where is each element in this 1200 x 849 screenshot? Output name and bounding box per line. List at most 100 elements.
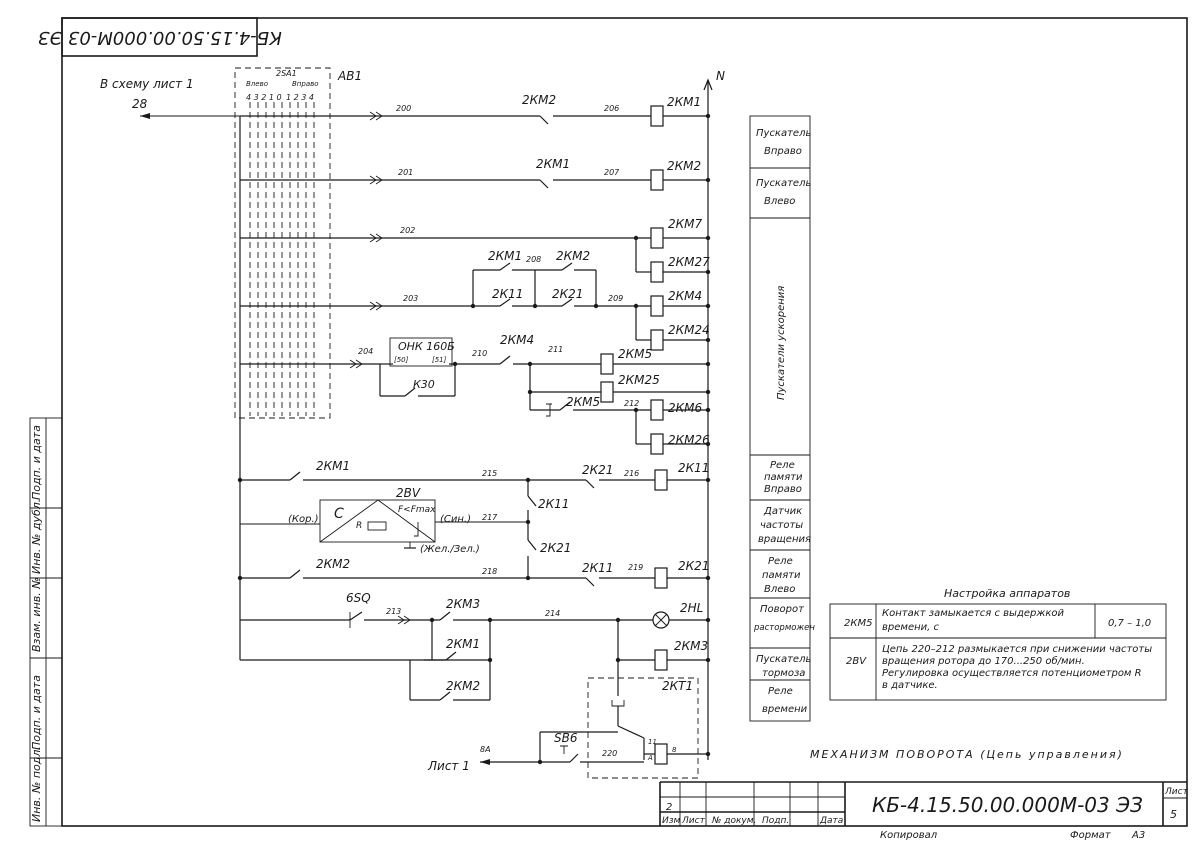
legend-5-line1: Датчик [763,506,802,517]
rung-sb6: Лист 1 8А SB6 220 [427,731,644,773]
copied-label: Копировал [880,830,938,841]
legend-7-line2: расторможен [753,623,815,633]
contact-2km4-label: 2КМ4 [500,333,534,347]
legend-6-line2: памяти [762,570,801,581]
legend-8-line1: Пускатель [756,654,811,665]
to-scheme-label: В схему лист 1 [100,77,194,91]
coil-2km3-label: 2КМ3 [674,639,708,653]
coil-2km6 [650,399,664,421]
selector-positions [249,102,315,416]
settings-text-2b: вращения ротора до 170...250 об/мин. [882,655,1085,667]
contact-2km2-r4-label: 2КМ2 [556,249,590,263]
settings-value-2km5: 0,7 – 1,0 [1108,618,1151,629]
rung-2k11: 2КМ1 215 2К21 216 2К11 [237,459,711,491]
sheet-caption: МЕХАНИЗМ ПОВОРОТА (Цепь управления) [810,748,1124,761]
legend-4-line2: памяти [764,472,803,483]
sa-right-label: Вправо [292,80,319,88]
col-izm: Изм [662,816,681,826]
contact-2k11-r8-label: 2К11 [582,561,613,575]
sa-left-positions: 4 3 2 1 0 [246,93,282,102]
format-value: А3 [1131,830,1145,841]
doc-code: КБ-4.15.50.00.000М-03 ЭЗ [872,793,1143,817]
col-sign: Подп. [762,816,789,826]
wire-210: 210 [472,349,487,358]
sensor-gnd: (Жел./Зел.) [420,544,480,555]
rung-2km4: 203 2КМ1 208 2КМ2 2К11 2К21 209 2КМ4 2КМ… [240,249,711,351]
kt-pin-11: 11 [648,738,657,746]
wire-218: 218 [482,567,497,576]
ohk-pin-51: [51] [432,356,447,364]
coil-2km25 [600,381,614,403]
wire-209: 209 [608,294,623,303]
change-number: 2 [666,802,672,813]
coil-2km7-label: 2КМ7 [668,217,703,231]
rotated-doc-code: КБ-4.15.50.00.000М-03 ЭЗ [38,27,282,48]
contact-2k21-r7-label: 2К21 [582,463,613,477]
rung-2km3: 2КМ1 2КМ2 2КМ3 [240,617,711,701]
rung-2km5: 204 ОНК 160Б [50] [51] К30 210 2КМ4 211 … [240,333,711,455]
sensor-kor: (Кор.) [288,514,319,525]
legend-9-line2: времени [762,704,808,715]
coil-2km26-label: 2КМ26 [668,433,710,447]
contact-2k11-v-label: 2К11 [538,497,569,511]
settings-title: Настройка аппаратов [944,587,1070,600]
timer-2kt1-label: 2КТ1 [662,679,693,693]
settings-text-2a: Цепь 220–212 размыкается при снижении ча… [882,644,1152,655]
wire-220: 220 [602,749,617,758]
wire-204: 204 [358,347,373,356]
rung-2hl: 6SQ 213 2КМ3 214 2HL [240,591,711,629]
stamp-dup-inv: Инв. № дубл. [30,499,43,574]
legend-4-line3: Вправо [764,484,802,495]
coil-2km24-label: 2КМ24 [668,323,710,337]
lamp-2hl-label: 2HL [680,601,703,615]
legend-6-line3: Влево [764,584,795,595]
kt-pin-a: А [647,754,653,762]
wire-217: 217 [482,513,498,522]
sensor-c: С [334,506,344,522]
coil-2km4-label: 2КМ4 [668,289,702,303]
contact-2km3-label: 2КМ3 [446,597,480,611]
coil-2km27-label: 2КМ27 [668,255,710,269]
coil-2k11 [654,469,668,491]
kt-pin-8: 8 [672,746,677,754]
col-list: Лист [681,816,706,826]
ohk-relay-box [389,337,453,367]
legend-2-line2: Влево [764,196,795,207]
legend-7-line1: Поворот [760,604,805,615]
coil-2km26 [650,433,664,455]
coil-2km7 [650,227,664,249]
coil-2km25-label: 2КМ25 [618,373,660,387]
wire-206: 206 [604,104,619,113]
coil-2km3 [654,649,668,671]
coil-2km27 [650,261,664,283]
ohk-name: ОНК 160Б [398,340,455,353]
contact-2km5-label: 2КМ5 [566,395,600,409]
wire-214: 214 [545,609,560,618]
wire-202: 202 [400,226,415,235]
contact-k30-label: К30 [413,378,435,391]
stamp-repl-inv: Взам. инв. № [30,577,43,652]
coil-2km5-label: 2КМ5 [618,347,652,361]
sheet-label: Лист [1164,787,1189,797]
settings-dev-2bv: 2BV [846,656,867,667]
coil-2k21-label: 2К21 [678,559,709,573]
selector-switch-2sa1 [234,67,331,419]
sa-left-label: Влево [246,80,268,88]
title-block: 2 Изм Лист № докум. Подп. Дата КБ-4.15.5… [659,781,1189,841]
contact-2k21-v-label: 2К21 [540,541,571,555]
sheet-number: 5 [1170,808,1177,821]
contact-2km1-r10-label: 2КМ1 [446,637,480,651]
coil-2km2 [650,169,664,191]
coil-2km1-label: 2КМ1 [667,95,701,109]
speed-sensor-2bv: С 2BV F<Fmax R (Кор.) (Син.) (Жел./Зел.)… [240,480,571,578]
settings-dev-2km5: 2КМ5 [844,618,872,629]
contact-2km2-r8-label: 2КМ2 [316,557,350,571]
coil-2k11-label: 2К11 [678,461,709,475]
stamp-orig-inv: Инв. № подл. [30,746,43,822]
coil-2km4 [650,295,664,317]
sensor-sin: (Син.) [440,514,471,525]
rotated-code-box [61,17,258,57]
neutral-label: N [716,69,725,83]
stamp-sign-date-1: Подп. и дата [30,425,43,500]
